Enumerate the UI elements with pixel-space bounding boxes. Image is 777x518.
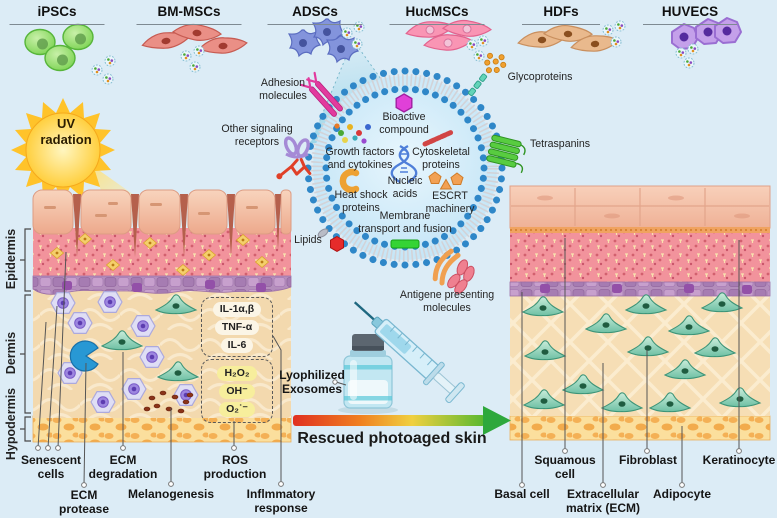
bioactive-compound-icon [395, 93, 413, 113]
huvec-cells [671, 17, 742, 69]
growth-factors-icon [334, 123, 371, 144]
dermis-label: Dermis [4, 331, 18, 375]
layer-brackets [20, 228, 31, 442]
antigen-presenting-icon [432, 248, 475, 294]
ecm-label: Extracellular matrix (ECM) [565, 487, 641, 516]
cell-type-label-bmmscs: BM-MSCs [136, 4, 242, 25]
keratinocyte-label: Keratinocyte [702, 453, 776, 467]
smooth-skin-grid [511, 188, 769, 226]
cell-type-label-ipscs: iPSCs [9, 4, 105, 25]
glycoproteins-label: Glycoproteins [507, 71, 573, 83]
adipocyte-label: Adipocyte [652, 487, 712, 501]
cell-type-label-hucmscs: HucMSCs [389, 4, 485, 25]
leader-lines [35, 238, 742, 488]
cytoskeletal-proteins-icon [422, 129, 455, 147]
sun-icon [11, 98, 115, 202]
wrinkled-epidermis [32, 189, 292, 257]
escrt-label: ESCRT machinery [425, 190, 475, 215]
ipsc-cells [24, 23, 116, 85]
melanin-dots [143, 390, 194, 414]
ecm-protease-label: ECM protease [58, 488, 110, 517]
rescued-skin-illustration [509, 185, 771, 441]
adhesion-molecules-icon [300, 71, 343, 117]
antigen-presenting-label: Antigene presenting molecules [399, 289, 495, 314]
tetraspanins-label: Tetraspanins [529, 138, 591, 150]
nucleic-acids-icon [390, 144, 418, 184]
hdf-cells [517, 20, 626, 54]
cytokine-box: IL-1α,β TNF-α IL-6 [201, 297, 273, 357]
growth-factors-label: Growth factors and cytokines [325, 146, 395, 171]
cell-type-label-adscs: ADSCs [267, 4, 363, 25]
epidermis-label: Epidermis [4, 228, 18, 290]
syringe-icon [353, 301, 465, 403]
ros-superoxide: O₂˙⁻ [219, 401, 255, 417]
tetraspanins-icon [486, 134, 526, 174]
hucmsc-cells [405, 19, 491, 62]
fibroblast-label: Fibroblast [618, 453, 678, 467]
rescue-arrow [293, 406, 511, 435]
escrt-icon [428, 171, 464, 190]
uv-radiation-label: UV radation [40, 116, 92, 148]
squamous-cell-label: Squamous cell [534, 453, 596, 482]
basal-cell-label: Basal cell [494, 487, 550, 501]
ros-box: H₂O₂ OH⁻ O₂˙⁻ [201, 359, 273, 423]
ros-oh: OH⁻ [219, 383, 255, 399]
cytokine-il1: IL-1α,β [212, 301, 262, 317]
bmmsc-cells [141, 23, 247, 73]
bioactive-compound-label: Bioactive compound [379, 111, 429, 136]
vial-icon [338, 334, 398, 414]
hypodermis-label: Hypodermis [4, 387, 18, 461]
membrane-transport-label: Membrane transport and fusion [358, 210, 452, 235]
exosome-illustration [276, 52, 526, 294]
cytokine-tnf: TNF-α [214, 319, 260, 335]
signaling-receptor-purple-icon [283, 136, 310, 159]
lipids-label: Lipids [294, 234, 322, 246]
glycoproteins-icon [468, 52, 507, 97]
inflammatory-response-label: Inflmmatory response [246, 487, 316, 516]
signaling-receptors-label: Other signaling receptors [221, 123, 293, 148]
senescent-cells-label: Senescent cells [20, 453, 82, 482]
cytoskeletal-label: Cytoskeletal proteins [412, 146, 470, 171]
cell-type-label-hdfs: HDFs [522, 4, 600, 25]
adhesion-molecules-label: Adhesion molecules [259, 77, 307, 102]
ecm-protease-icon [69, 340, 99, 372]
cell-type-label-huvecs: HUVECS [643, 4, 737, 25]
cytokine-il6: IL-6 [220, 337, 254, 353]
lipids-icon [317, 228, 344, 252]
signaling-receptor-red-icon [276, 157, 312, 180]
rescued-skin-arrow-label: Rescued photoaged skin [297, 430, 487, 447]
melanogenesis-label: Melanogenesis [127, 487, 215, 501]
ros-production-label: ROS production [203, 453, 267, 482]
ecm-degradation-label: ECM degradation [88, 453, 158, 482]
heat-shock-icon [339, 168, 360, 194]
wrinkle-grooves [73, 194, 281, 257]
nucleic-acids-label: Nucleic acids [387, 175, 423, 200]
ros-h2o2: H₂O₂ [217, 365, 257, 381]
heat-shock-label: Heat shock proteins [334, 189, 388, 214]
membrane-transport-icon [390, 239, 420, 249]
lyophilized-exosomes-label: Lyophilized Exosomes [279, 368, 345, 397]
